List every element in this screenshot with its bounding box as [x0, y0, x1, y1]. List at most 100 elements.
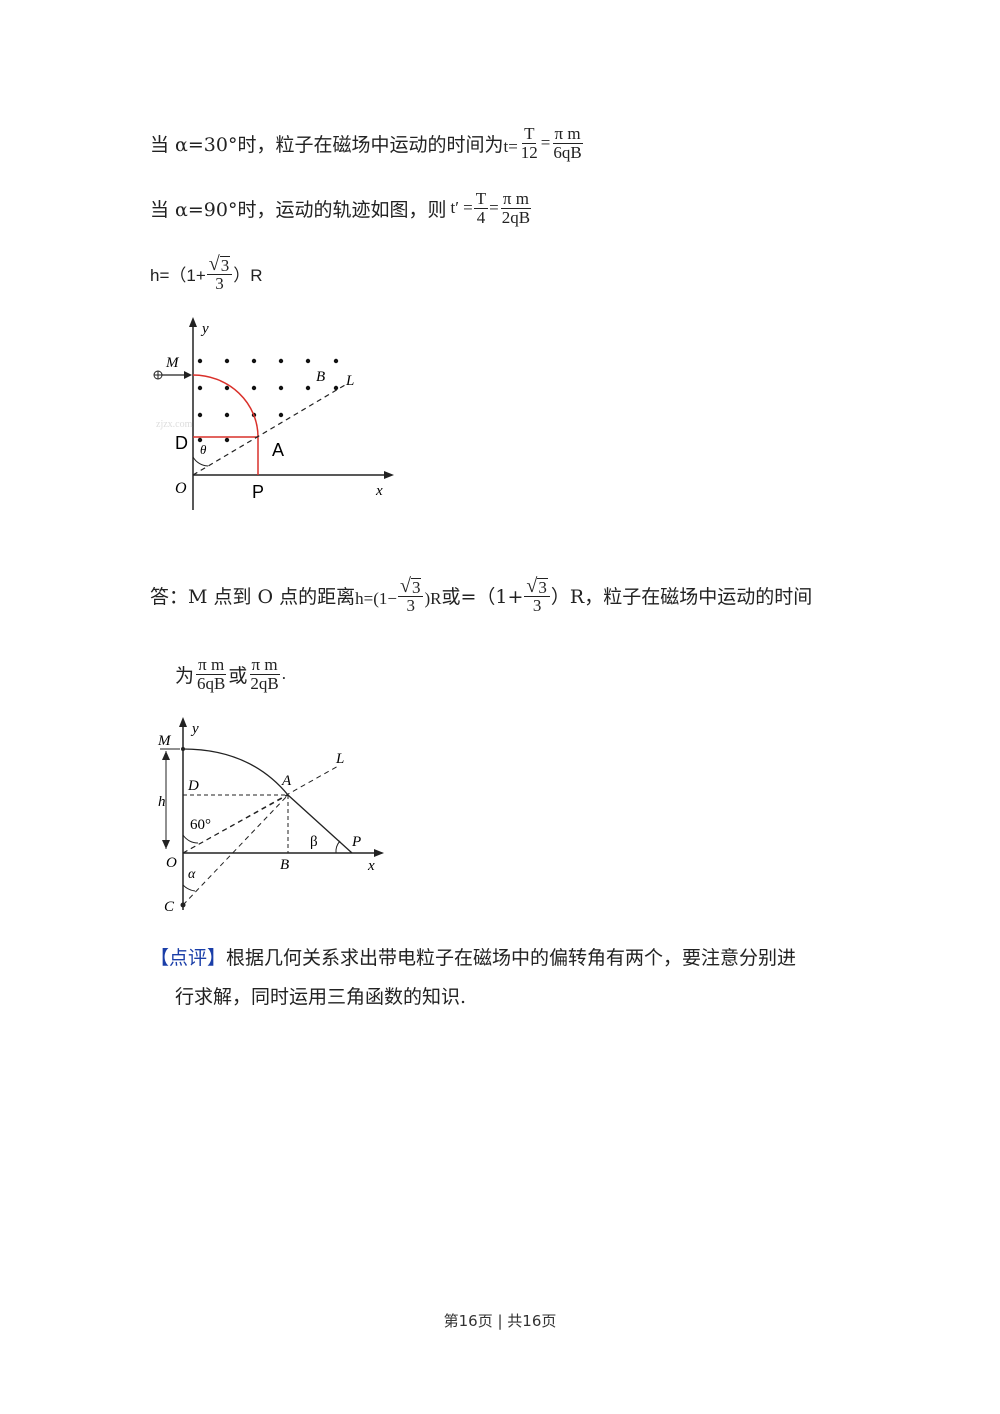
label-x: x: [375, 483, 383, 499]
label-D: D: [175, 433, 188, 453]
answer-or: 或=（1+: [441, 585, 524, 608]
trajectory-curve: [182, 748, 353, 854]
label-h: h: [158, 794, 166, 810]
comment-text-1: 根据几何关系求出带电粒子在磁场中的偏转角有两个，要注意分别进: [226, 947, 797, 969]
comment-line-1: 【点评】 根据几何关系求出带电粒子在磁场中的偏转角有两个，要注意分别进: [150, 943, 796, 970]
angle-beta-arc: [335, 840, 341, 854]
comment-tag: 【点评】: [150, 947, 227, 969]
answer-wei: 为: [175, 664, 195, 687]
frac-den: 3: [406, 596, 415, 615]
x-axis-arrow: [384, 471, 394, 479]
fraction-t-4: T 4: [473, 189, 489, 227]
label-B: B: [280, 857, 289, 873]
label-A: A: [281, 773, 292, 789]
frac-den: 3: [532, 596, 542, 615]
frac-num: T: [473, 189, 489, 209]
label-60: 60°: [190, 817, 211, 833]
dashed-O-A: [182, 794, 289, 854]
fraction-pim-6qb: π m 6qB: [551, 125, 583, 162]
fraction-t-12: T 12: [519, 125, 540, 162]
comment-text-2: 行求解，同时运用三角函数的知识.: [175, 986, 467, 1008]
time-90-line: 当 α=90°时，运动的轨迹如图，则 t′ = T 4 = π m 2qB: [150, 190, 533, 227]
label-O: O: [166, 855, 177, 871]
frac-num: √3: [524, 575, 550, 597]
time-30-text: 当 α=30°时，粒子在磁场中运动的时间为: [150, 133, 504, 156]
sqrt-sign: √3: [208, 253, 231, 275]
sqrt-sign: √3: [526, 575, 548, 597]
trajectory-arc: [192, 374, 259, 438]
label-M: M: [157, 733, 172, 749]
fraction-pim-2qb: π m 2qB: [500, 190, 532, 227]
watermark: zjzx.com: [156, 419, 193, 430]
frac-den: 6qB: [553, 142, 582, 162]
height-prefix: h=（1+: [150, 265, 206, 285]
frac-den: 2qB: [501, 207, 531, 227]
label-theta: θ: [200, 442, 207, 457]
label-beta: β: [310, 834, 318, 850]
line-L: [192, 384, 346, 476]
fraction-pim-2qb: π m 2qB: [248, 656, 280, 693]
label-C: C: [164, 899, 175, 915]
label-P: P: [351, 834, 361, 850]
answer-period: .: [281, 664, 286, 684]
frac-num: T: [522, 124, 537, 144]
frac-num: π m: [552, 124, 583, 144]
answer-r-part: )R: [424, 589, 442, 609]
time-30-line: 当 α=30°时，粒子在磁场中运动的时间为 t= T 12 = π m 6qB: [150, 125, 585, 162]
height-suffix: ）R: [233, 265, 263, 285]
answer-line-2: 为 π m 6qB 或 π m 2qB .: [175, 656, 286, 693]
frac-den: 4: [476, 207, 486, 227]
dashed-C-A: [182, 794, 289, 906]
label-L: L: [345, 373, 354, 389]
fraction-sqrt3-3: √3 3: [398, 575, 424, 615]
fraction-sqrt3-3: √3 3: [206, 253, 233, 293]
frac-den: 3: [215, 274, 224, 293]
label-L: L: [335, 751, 344, 767]
label-P: P: [252, 482, 264, 502]
angle-60-arc: [182, 834, 199, 844]
point-M: [181, 747, 185, 751]
label-y: y: [200, 321, 209, 337]
equals-sign: =: [489, 198, 499, 218]
label-O: O: [175, 480, 187, 497]
sqrt-sign: √3: [400, 575, 422, 597]
time-prime-var: t′ =: [450, 198, 473, 218]
x-axis-arrow: [374, 849, 384, 857]
figure-magnetic-field-1: zjzx.com y M B L D θ A O P x: [153, 317, 394, 510]
equals-sign: =: [540, 133, 551, 153]
label-y: y: [190, 721, 199, 737]
frac-num: √3: [398, 575, 424, 597]
field-dots: [197, 358, 339, 443]
answer-prefix: 答：M 点到 O 点的距离: [150, 585, 356, 608]
frac-den: 2qB: [250, 673, 279, 693]
fraction-pim-6qb: π m 6qB: [195, 656, 227, 693]
angle-alpha-arc: [182, 884, 196, 892]
answer-h-part: h=(1−: [355, 589, 397, 609]
time-90-text: 当 α=90°时，运动的轨迹如图，则: [150, 198, 447, 221]
point-C: [180, 902, 186, 908]
y-axis-arrow: [189, 317, 197, 327]
label-A: A: [272, 440, 284, 460]
page-footer: 第16页 | 共16页: [443, 1312, 557, 1330]
frac-den: 12: [520, 142, 538, 162]
frac-num: π m: [196, 655, 227, 675]
label-B: B: [316, 369, 325, 385]
answer-or-2: 或: [228, 664, 248, 687]
frac-num: π m: [500, 189, 531, 209]
answer-suffix: ）R，粒子在磁场中运动的时间: [550, 585, 813, 608]
label-D: D: [187, 778, 199, 794]
y-axis-arrow: [179, 717, 187, 727]
frac-num: √3: [206, 253, 233, 275]
fraction-sqrt3-3-b: √3 3: [524, 575, 550, 615]
frac-num: π m: [249, 655, 280, 675]
theta-arc: [192, 456, 209, 467]
answer-line-1: 答：M 点到 O 点的距离 h=(1− √3 3 )R 或=（1+ √3 3 ）…: [150, 576, 812, 615]
label-x: x: [367, 858, 375, 874]
comment-line-2: 行求解，同时运用三角函数的知识.: [175, 982, 466, 1009]
figure-geometry-2: y M L D A h 60° β P O B x α C: [157, 717, 384, 915]
height-formula-line: h=（1+ √3 3 ）R: [150, 254, 263, 293]
label-alpha: α: [188, 867, 196, 882]
frac-den: 6qB: [197, 673, 226, 693]
time-var: t=: [503, 137, 518, 157]
label-M: M: [165, 355, 180, 371]
